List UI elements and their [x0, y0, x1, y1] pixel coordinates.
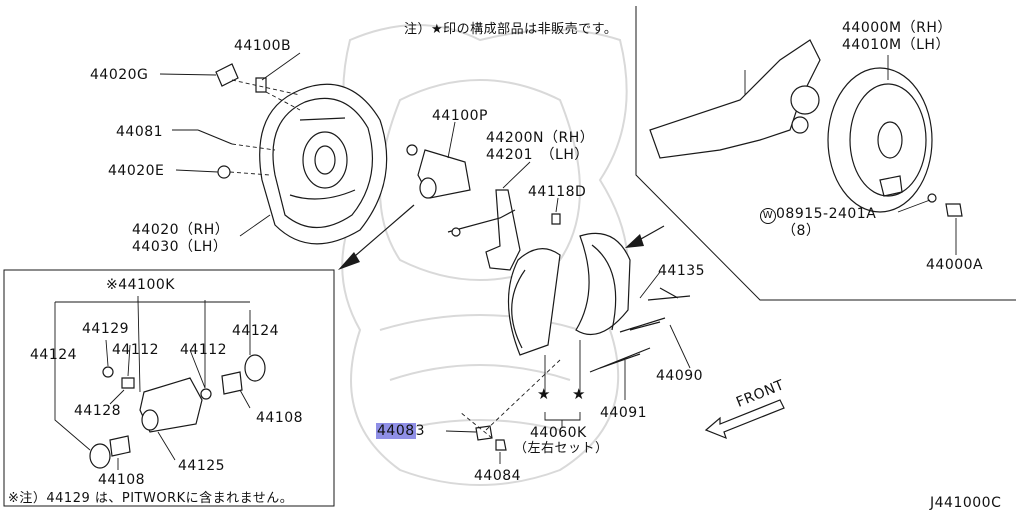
spring-44090-drawing — [619, 317, 666, 333]
pin-44081-drawing — [197, 129, 233, 145]
kit-label-44124-right[interactable]: 44124 — [232, 323, 280, 339]
part-label-44100b[interactable]: 44100B — [234, 38, 292, 54]
part-label-44135[interactable]: 44135 — [658, 263, 706, 279]
part-label-44060k-note: （左右セット） — [514, 441, 609, 456]
kit-label-44112-a[interactable]: 44112 — [112, 342, 160, 358]
front-arrow-icon — [704, 399, 785, 440]
part-label-44081[interactable]: 44081 — [116, 124, 164, 140]
note-bottom: ※注）44129 は、PITWORKに含まれません。 — [8, 491, 294, 506]
part-label-44000m-rh[interactable]: 44000M（RH） — [842, 20, 952, 36]
assembly-frame — [635, 6, 1016, 301]
kit-seal-right-drawing — [244, 354, 266, 382]
wheel-cylinder-drawing — [406, 121, 471, 199]
kit-cup-right-drawing — [200, 388, 212, 400]
part-label-44010m-lh[interactable]: 44010M（LH） — [842, 37, 950, 53]
brake-shoe-rear-drawing — [575, 232, 631, 336]
part-label-44118d[interactable]: 44118D — [528, 184, 587, 200]
part-label-08915-2401a: 08915-2401A — [776, 206, 877, 222]
brake-shoe-front-drawing — [507, 248, 561, 356]
part-label-44083-suffix: 3 — [415, 423, 426, 439]
part-label-44090[interactable]: 44090 — [656, 368, 704, 384]
kit-label-44128[interactable]: 44128 — [74, 403, 122, 419]
star-icon: ★ — [572, 385, 586, 403]
part-label-44060k[interactable]: 44060K — [530, 425, 587, 441]
note-top: 注）★印の構成部品は非販売です。 — [404, 22, 618, 37]
spring-44091-drawing — [589, 347, 651, 373]
diagram-code: J441000C — [930, 495, 1002, 510]
washer-drawing — [927, 193, 937, 203]
kit-bleeder-drawing — [121, 377, 135, 389]
backing-plate-drawing — [259, 83, 388, 245]
kit-screw-drawing — [102, 366, 114, 378]
part-label-44020g[interactable]: 44020G — [90, 67, 149, 83]
part-label-44100p[interactable]: 44100P — [432, 108, 488, 124]
kit-wheel-cylinder-drawing — [139, 377, 203, 433]
star-icon: ★ — [537, 385, 551, 403]
part-label-44020e[interactable]: 44020E — [108, 163, 165, 179]
washer-quantity: （8） — [782, 223, 821, 239]
part-label-44000a[interactable]: 44000A — [926, 257, 984, 273]
kit-label-44124-left[interactable]: 44124 — [30, 347, 78, 363]
part-label-44201-lh[interactable]: 44201 （LH） — [486, 147, 589, 163]
kit-label-44108-bottom[interactable]: 44108 — [98, 472, 146, 488]
bolt-44100b-drawing — [255, 77, 267, 93]
part-label-44200n-rh[interactable]: 44200N（RH） — [486, 130, 595, 146]
kit-seal-left-drawing — [89, 443, 111, 469]
highlighted-part-number: 4408 — [376, 423, 416, 439]
part-44083-drawing — [475, 425, 493, 441]
nut-44020e-drawing — [217, 165, 231, 179]
part-label-44091[interactable]: 44091 — [600, 405, 648, 421]
kit-piston-left-drawing — [109, 435, 131, 457]
spring-44135-drawing — [647, 287, 691, 301]
part-label-44083[interactable]: 44083 — [376, 423, 425, 439]
kit-detail-frame — [3, 269, 335, 507]
kit-piston-right-drawing — [221, 371, 243, 395]
knuckle-drawing — [649, 39, 821, 159]
kit-label-44112-b[interactable]: 44112 — [180, 342, 228, 358]
bracket-44020g-drawing — [215, 63, 239, 87]
part-label-44030-lh[interactable]: 44030（LH） — [132, 239, 228, 255]
kit-label-44108-right[interactable]: 44108 — [256, 410, 304, 426]
kit-label-44100k[interactable]: ※44100K — [106, 277, 175, 293]
part-label-44020-rh[interactable]: 44020（RH） — [132, 222, 230, 238]
brake-assembly-drawing — [827, 55, 933, 213]
kit-label-44125[interactable]: 44125 — [178, 458, 226, 474]
part-label-44084[interactable]: 44084 — [474, 468, 522, 484]
clip-44118d-drawing — [551, 213, 561, 225]
washer-w-icon: W — [760, 208, 776, 224]
adjuster-lever-drawing — [447, 161, 531, 271]
kit-label-44129[interactable]: 44129 — [82, 321, 130, 337]
part-44084-drawing — [495, 439, 507, 451]
bolt-44000a-drawing — [945, 203, 963, 217]
watermark-emblem — [341, 24, 629, 486]
